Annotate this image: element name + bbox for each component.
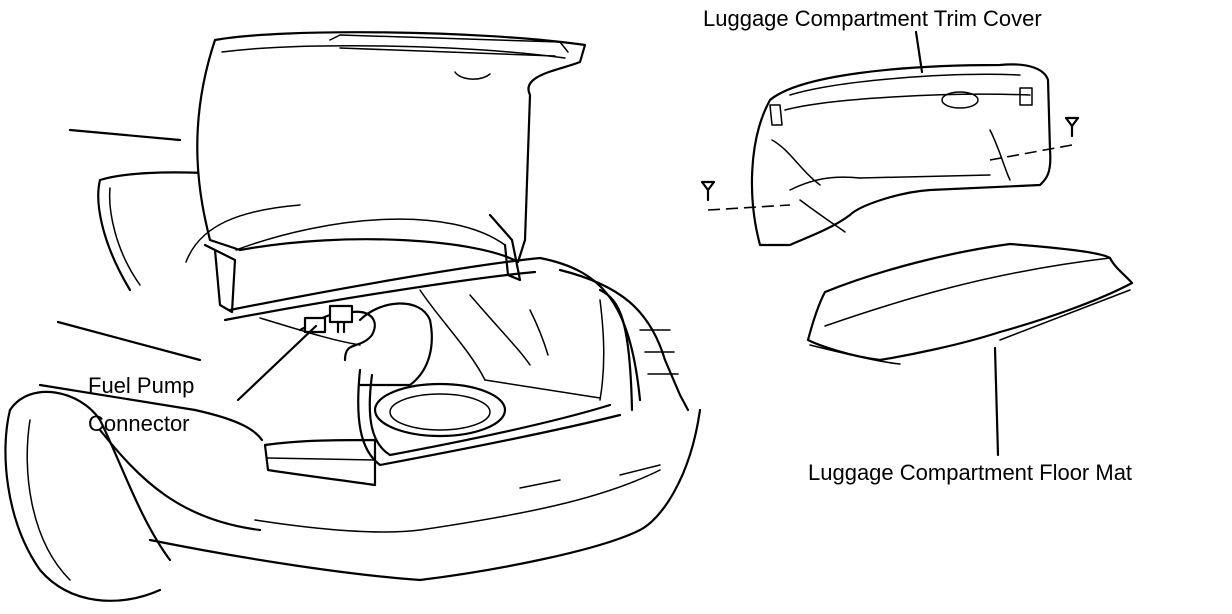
floor-mat-leader	[993, 346, 1000, 457]
fuel-pump-label-line2: Connector	[88, 411, 190, 436]
fuel-pump-label-line1: Fuel Pump	[88, 373, 195, 398]
floor-mat-illustration	[806, 242, 1134, 365]
trim-cover-leader	[914, 30, 924, 74]
floor-mat-label: Luggage Compartment Floor Mat	[808, 460, 1133, 485]
car-rear-illustration	[4, 31, 702, 602]
trim-cover-clips	[700, 116, 1080, 211]
fuel-pump-connector-leader	[236, 324, 318, 402]
trim-cover-label: Luggage Compartment Trim Cover	[703, 6, 1042, 31]
trim-cover-illustration	[750, 63, 1052, 247]
